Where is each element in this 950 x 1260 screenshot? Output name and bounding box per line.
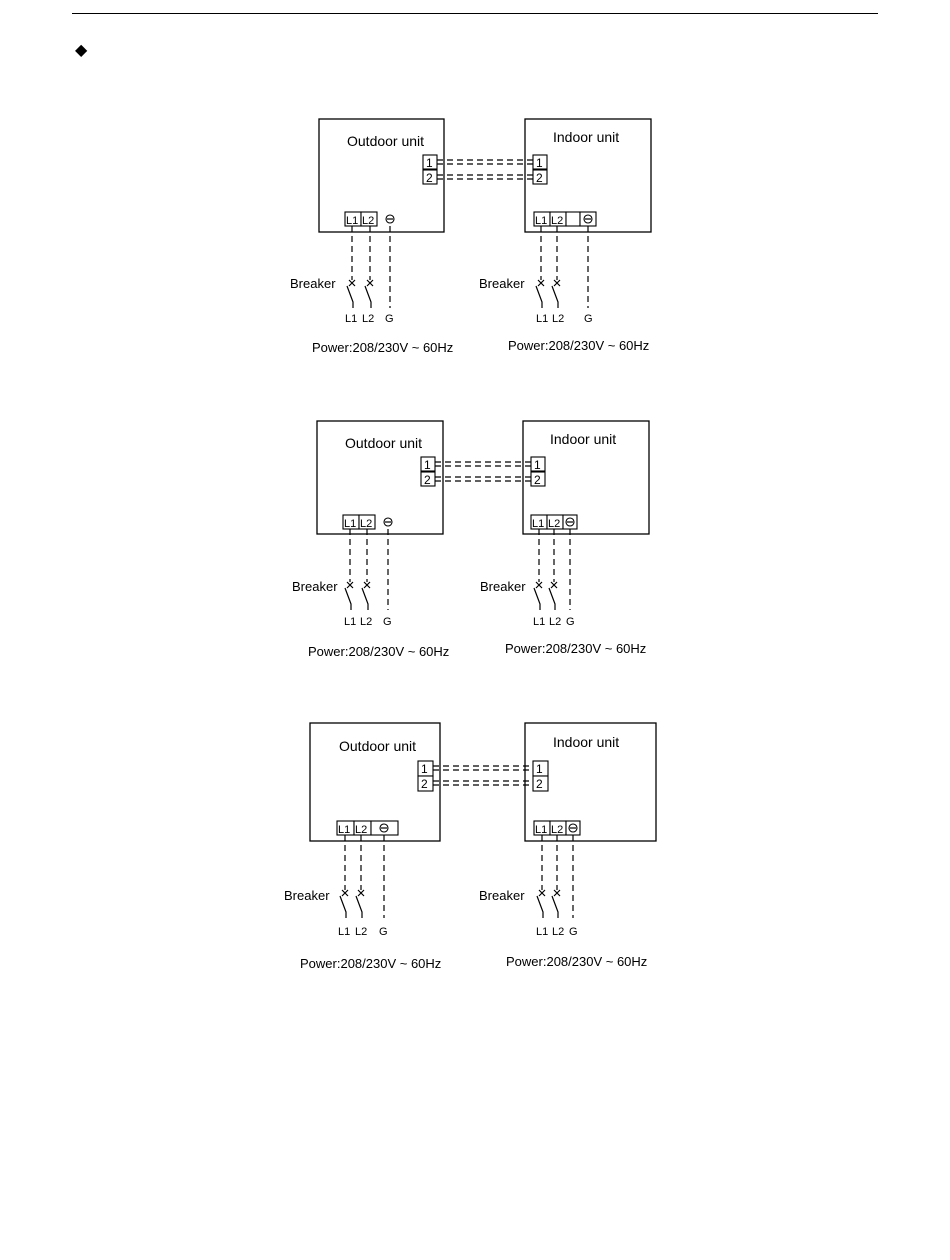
- indoor-power-label: Power:208/230V ~ 60Hz: [506, 954, 647, 969]
- outdoor-L2-label: L2: [360, 616, 372, 628]
- indoor-breaker-label: Breaker: [479, 888, 525, 903]
- outdoor-L1-label: L1: [345, 313, 357, 325]
- outdoor-unit-label: Outdoor unit: [339, 738, 416, 754]
- indoor-terminal-1-label: 1: [534, 458, 541, 472]
- indoor-L1-label: L1: [533, 616, 545, 628]
- indoor-L1-label: L1: [536, 313, 548, 325]
- outdoor-unit-box: [318, 118, 445, 233]
- outdoor-terminal-1: [420, 456, 436, 472]
- indoor-terminal-2-label: 2: [534, 473, 541, 487]
- outdoor-terminal-2-label: 2: [421, 777, 428, 791]
- indoor-L2-label: L2: [552, 926, 564, 938]
- indoor-terminal-2-label: 2: [536, 171, 543, 185]
- indoor-unit-box: [524, 722, 657, 842]
- indoor-terminal-2-label: 2: [536, 777, 543, 791]
- outdoor-terminal-1-label: 1: [421, 762, 428, 776]
- indoor-terminal-2: [532, 775, 549, 792]
- outdoor-breaker-label: Breaker: [284, 888, 330, 903]
- outdoor-terminal-2: [417, 775, 434, 792]
- outdoor-G-label: G: [383, 616, 392, 628]
- outdoor-terminal-L1-label: L1: [338, 824, 350, 836]
- outdoor-unit-label: Outdoor unit: [345, 435, 422, 451]
- breaker-switch-icon: [339, 889, 365, 918]
- indoor-breaker-label: Breaker: [480, 579, 526, 594]
- outdoor-L2-label: L2: [355, 926, 367, 938]
- outdoor-G-label: G: [385, 313, 394, 325]
- wiring-diagram-1: Outdoor unit Indoor unit 1 2 1 2 L1 L2 B…: [290, 118, 652, 355]
- outdoor-terminal-1: [422, 154, 438, 170]
- indoor-terminal-L2-label: L2: [548, 518, 560, 530]
- indoor-terminal-L2-label: L2: [551, 824, 563, 836]
- indoor-terminal-L1-label: L1: [535, 824, 547, 836]
- indoor-terminal-2: [530, 471, 546, 487]
- outdoor-terminal-2: [420, 471, 436, 487]
- breaker-switch-icon: [346, 279, 374, 308]
- indoor-unit-label: Indoor unit: [553, 129, 619, 145]
- outdoor-terminal-2: [422, 169, 438, 185]
- indoor-terminal-2: [532, 169, 548, 185]
- indoor-unit-label: Indoor unit: [550, 431, 616, 447]
- indoor-terminal-L1-label: L1: [535, 215, 547, 227]
- bullet-diamond: ◆: [75, 42, 88, 59]
- outdoor-terminal-L2: [360, 211, 378, 227]
- breaker-switch-icon: [533, 581, 558, 610]
- outdoor-L2-label: L2: [362, 313, 374, 325]
- indoor-terminal-1: [530, 456, 546, 472]
- outdoor-breaker-label: Breaker: [292, 579, 338, 594]
- breaker-switch-icon: [536, 889, 561, 918]
- indoor-unit-label: Indoor unit: [553, 734, 619, 750]
- top-rule: [72, 13, 878, 14]
- outdoor-unit-box: [316, 420, 444, 535]
- outdoor-terminal-2-label: 2: [426, 171, 433, 185]
- outdoor-terminal-L1-label: L1: [344, 518, 356, 530]
- indoor-power-label: Power:208/230V ~ 60Hz: [505, 641, 646, 656]
- indoor-breaker-label: Breaker: [479, 276, 525, 291]
- breaker-switch-icon: [535, 279, 561, 308]
- outdoor-G-label: G: [379, 926, 388, 938]
- outdoor-unit-label: Outdoor unit: [347, 133, 424, 149]
- outdoor-power-label: Power:208/230V ~ 60Hz: [300, 956, 441, 971]
- outdoor-terminal-L2-label: L2: [362, 215, 374, 227]
- indoor-terminal-1-label: 1: [536, 156, 543, 170]
- outdoor-terminal-2-label: 2: [424, 473, 431, 487]
- indoor-L2-label: L2: [549, 616, 561, 628]
- outdoor-terminal-1-label: 1: [426, 156, 433, 170]
- outdoor-power-label: Power:208/230V ~ 60Hz: [308, 644, 449, 659]
- indoor-G-label: G: [566, 616, 575, 628]
- indoor-L2-label: L2: [552, 313, 564, 325]
- indoor-L1-label: L1: [536, 926, 548, 938]
- wiring-diagram-2: Outdoor unit Indoor unit 1 2 1 2 L1 L2 B…: [292, 420, 650, 659]
- outdoor-terminal-L2-label: L2: [355, 824, 367, 836]
- indoor-unit-box: [522, 420, 650, 535]
- indoor-terminal-blank: [565, 211, 581, 227]
- indoor-terminal-L1-label: L1: [532, 518, 544, 530]
- outdoor-terminal-L1-label: L1: [346, 215, 358, 227]
- indoor-G-label: G: [584, 313, 593, 325]
- outdoor-power-label: Power:208/230V ~ 60Hz: [312, 340, 453, 355]
- indoor-terminal-1-label: 1: [536, 762, 543, 776]
- outdoor-L1-label: L1: [344, 616, 356, 628]
- indoor-terminal-1: [532, 154, 548, 170]
- outdoor-unit-box: [309, 722, 441, 842]
- outdoor-terminal-1-label: 1: [424, 458, 431, 472]
- indoor-G-label: G: [569, 926, 578, 938]
- indoor-terminal-L2-label: L2: [551, 215, 563, 227]
- outdoor-breaker-label: Breaker: [290, 276, 336, 291]
- breaker-switch-icon: [344, 581, 371, 610]
- outdoor-terminal-L2-label: L2: [360, 518, 372, 530]
- wiring-diagram-3: Outdoor unit Indoor unit 1 2 1 2 L1 L2 B…: [284, 722, 657, 971]
- outdoor-L1-label: L1: [338, 926, 350, 938]
- indoor-power-label: Power:208/230V ~ 60Hz: [508, 338, 649, 353]
